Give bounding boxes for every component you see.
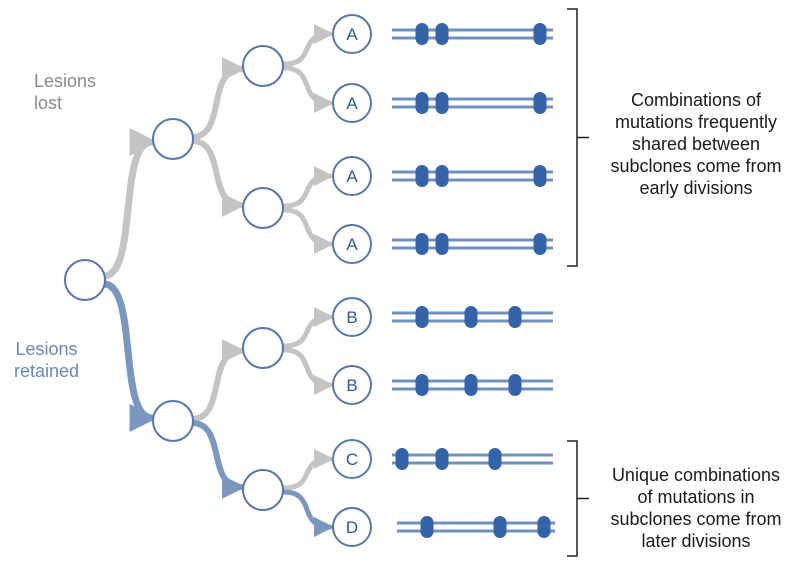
- arrow-to-leaf-6: [281, 347, 334, 395]
- mutation-mark-6-3: [508, 374, 522, 396]
- early-note-line-3: shared between: [631, 134, 761, 154]
- subclone-label-1: A: [346, 25, 358, 44]
- mutation-mark-5-1: [415, 306, 429, 328]
- mutation-mark-4-2: [435, 233, 449, 255]
- subclone-node-4: [332, 224, 372, 264]
- early-note-line-5: early divisions: [639, 178, 753, 198]
- late-note-line-3: subclones come from: [610, 509, 782, 529]
- chromosome-pair-7: [392, 448, 553, 470]
- subclone-node-1: [332, 14, 372, 54]
- mutation-mark-8-1: [420, 516, 434, 538]
- arrow-upper-to-uu: [189, 57, 246, 140]
- subclone-label-5: B: [346, 308, 357, 327]
- lesions-retained-line-1: Lesions: [15, 339, 78, 359]
- arrow-to-leaf-3: [281, 166, 334, 209]
- cell-node-lower: [152, 400, 194, 442]
- mutation-mark-7-2: [435, 448, 449, 470]
- subclone-label-3: A: [346, 167, 358, 186]
- mutation-mark-7-1: [395, 448, 409, 470]
- subclone-node-7: [332, 439, 372, 479]
- cell-node-ul: [242, 187, 284, 229]
- arrow-root-to-lower: [100, 280, 158, 432]
- subclone-label-6: B: [346, 376, 357, 395]
- bracket-late: [567, 440, 589, 557]
- subclone-node-5: [332, 297, 372, 337]
- arrow-to-leaf-8: [281, 489, 334, 537]
- cell-node-root: [64, 259, 106, 301]
- late-note-line-4: later divisions: [641, 531, 751, 551]
- later-divisions-note: Unique combinations of mutations in subc…: [596, 464, 796, 552]
- arrow-to-leaf-1: [281, 24, 334, 67]
- subclone-label-4: A: [346, 235, 358, 254]
- late-note-line-1: Unique combinations: [611, 465, 781, 485]
- lesions-retained-label: Lesions retained: [14, 338, 79, 382]
- mutation-mark-7-3: [488, 448, 502, 470]
- chromosome-pair-4: [392, 233, 553, 255]
- arrow-root-to-upper: [100, 128, 158, 280]
- subclone-node-6: [332, 365, 372, 405]
- arrow-to-leaf-4: [281, 207, 334, 254]
- mutation-mark-2-3: [533, 92, 547, 114]
- chromosome-pair-6: [392, 374, 553, 396]
- chromosome-pair-2: [392, 92, 553, 114]
- mutation-mark-1-2: [435, 23, 449, 45]
- mutation-mark-4-3: [533, 233, 547, 255]
- mutation-mark-8-2: [493, 516, 507, 538]
- mutation-mark-5-3: [508, 306, 522, 328]
- early-note-line-4: subclones come from: [610, 156, 782, 176]
- mutation-mark-1-3: [533, 23, 547, 45]
- lesions-lost-line-1: Lesions: [34, 71, 97, 91]
- mutation-mark-6-2: [464, 374, 478, 396]
- early-divisions-note: Combinations of mutations frequently sha…: [596, 89, 796, 199]
- early-note-line-1: Combinations of: [630, 90, 762, 110]
- lesions-lost-line-2: lost: [34, 93, 63, 113]
- lesions-retained-line-2: retained: [14, 361, 80, 381]
- subclone-node-3: [332, 156, 372, 196]
- subclone-label-8: D: [346, 518, 358, 537]
- chromosome-pair-5: [392, 306, 553, 328]
- arrow-lower-to-ll: [189, 420, 246, 499]
- chromosome-pair-1: [392, 23, 553, 45]
- chromosome-pair-3: [392, 165, 553, 187]
- mutation-mark-3-2: [435, 165, 449, 187]
- cell-node-ll: [242, 469, 284, 511]
- bracket-early: [567, 8, 589, 267]
- mutation-mark-2-1: [415, 92, 429, 114]
- cell-node-lu: [242, 327, 284, 369]
- arrow-to-leaf-7: [281, 449, 334, 491]
- arrow-to-leaf-5: [281, 307, 334, 349]
- arrow-lower-to-lu: [189, 339, 246, 422]
- mutation-mark-2-2: [435, 92, 449, 114]
- subclone-label-2: A: [346, 94, 358, 113]
- mutation-mark-3-1: [415, 165, 429, 187]
- lesions-lost-label: Lesions lost: [34, 70, 96, 114]
- arrow-to-leaf-2: [281, 65, 334, 113]
- subclone-node-2: [332, 83, 372, 123]
- subclone-node-8: [332, 507, 372, 547]
- mutation-mark-6-1: [415, 374, 429, 396]
- mutation-mark-3-3: [533, 165, 547, 187]
- chromosome-pair-8: [397, 516, 555, 538]
- mutation-mark-5-2: [464, 306, 478, 328]
- cell-node-upper: [152, 118, 194, 160]
- mutation-mark-4-1: [415, 233, 429, 255]
- late-note-line-2: of mutations in: [637, 487, 755, 507]
- mutation-mark-1-1: [415, 23, 429, 45]
- cell-node-uu: [242, 45, 284, 87]
- early-note-line-2: mutations frequently: [614, 112, 778, 132]
- arrow-upper-to-ul: [189, 138, 246, 217]
- mutation-mark-8-3: [537, 516, 551, 538]
- subclone-label-7: C: [346, 450, 358, 469]
